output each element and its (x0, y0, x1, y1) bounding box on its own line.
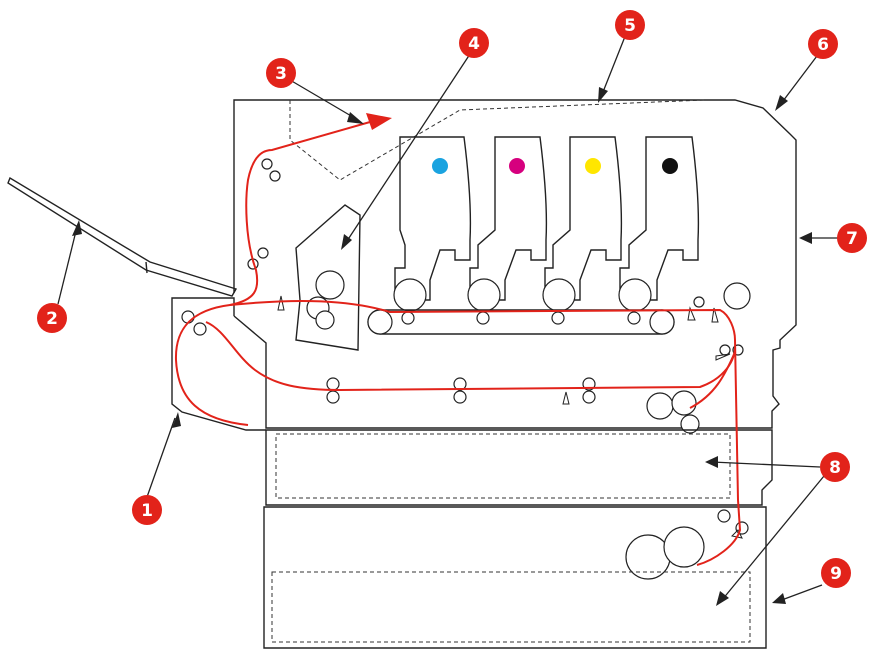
output-stacker (7, 176, 238, 297)
image-drum-cyan (393, 136, 472, 312)
printer-body (171, 99, 797, 431)
image-drum-black (618, 136, 700, 312)
black-toner-icon (662, 158, 678, 174)
callout-7: 7 (837, 223, 867, 253)
callout-1: 1 (132, 495, 162, 525)
svg-text:1: 1 (141, 501, 153, 521)
callout-6: 6 (808, 29, 838, 59)
cyan-toner-icon (432, 158, 448, 174)
transfer-belt (367, 309, 675, 335)
paper-tray-1 (265, 429, 773, 506)
svg-text:9: 9 (830, 564, 842, 584)
leader-lines (57, 33, 838, 606)
fuser-unit (295, 204, 361, 351)
image-drum-yellow (542, 136, 623, 312)
paper-path (174, 113, 742, 566)
callout-9: 9 (821, 558, 851, 588)
svg-text:7: 7 (846, 229, 858, 249)
callout-3: 3 (266, 58, 296, 88)
svg-text:5: 5 (624, 16, 636, 36)
svg-text:6: 6 (817, 35, 829, 55)
svg-text:8: 8 (829, 458, 841, 478)
magenta-toner-icon (509, 158, 525, 174)
yellow-toner-icon (585, 158, 601, 174)
svg-text:3: 3 (275, 64, 287, 84)
callout-4: 4 (459, 28, 489, 58)
svg-text:4: 4 (468, 34, 480, 54)
svg-text:2: 2 (46, 309, 58, 329)
callout-8: 8 (820, 452, 850, 482)
paper-tray-2 (263, 506, 767, 649)
image-drum-magenta (467, 136, 548, 312)
feed-rollers (181, 158, 751, 580)
callout-2: 2 (37, 303, 67, 333)
callout-5: 5 (615, 10, 645, 40)
